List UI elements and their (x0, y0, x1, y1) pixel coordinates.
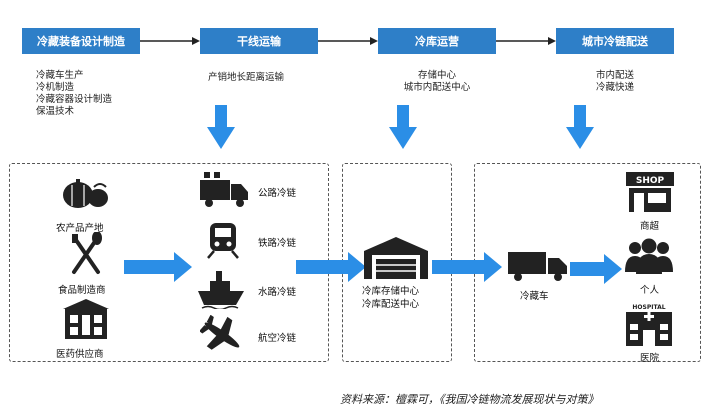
stage-item: 产销地长距离运输 (208, 72, 285, 83)
stage-item: 冷藏车生产 (36, 70, 84, 81)
arrow-right-icon (432, 252, 502, 282)
hospital-sign-text: HOSPITAL (632, 304, 665, 311)
down-arrow-icon (566, 105, 594, 149)
people-icon (625, 238, 673, 274)
stage-item: 保温技术 (36, 106, 75, 117)
stage-storage-items: 存储中心 城市内配送中心 (392, 70, 482, 94)
source-note: 资料来源：檀霖可，《我国冷链物流发展现状与对策》 (340, 393, 599, 406)
ship-icon (198, 271, 244, 309)
down-arrow-icon (207, 105, 235, 149)
stage-item: 城市内配送中心 (403, 82, 471, 93)
stage-equipment-manufacturing: 冷藏装备设计制造 (22, 28, 140, 54)
stage-item: 冷藏快递 (595, 82, 634, 93)
arrow-right-icon (296, 252, 366, 282)
transport-air-label: 航空冷链 (258, 333, 297, 344)
train-icon (207, 223, 239, 259)
source-pharma-label: 医药供应商 (56, 349, 104, 360)
arrow-right-icon (124, 252, 192, 282)
dest-individual-label: 个人 (640, 285, 660, 296)
transport-rail-label: 铁路冷链 (258, 238, 297, 249)
down-arrows (207, 105, 594, 149)
stage-item: 冷藏容器设计制造 (36, 94, 113, 105)
source-farm-label: 农产品产地 (56, 223, 104, 234)
dest-hospital-label: 医院 (640, 353, 660, 364)
source-food-maker-label: 食品制造商 (58, 285, 106, 296)
arrow-right-icon (570, 254, 622, 284)
warehouse-icon (364, 237, 428, 279)
transport-road-label: 公路冷链 (258, 188, 297, 199)
stage-cold-storage-operation: 冷库运营 (378, 28, 496, 54)
airplane-icon (200, 315, 240, 350)
stage-city-items: 市内配送 冷藏快递 (585, 70, 645, 94)
truck-label: 冷藏车 (520, 291, 549, 302)
stage-equipment-items: 冷藏车生产 冷机制造 冷藏容器设计制造 保温技术 (36, 70, 112, 118)
transport-water-label: 水路冷链 (258, 287, 297, 298)
stage-city-distribution: 城市冷链配送 (556, 28, 674, 54)
stage-item: 市内配送 (595, 70, 634, 81)
refrigerated-truck-icon (508, 252, 567, 281)
fork-knife-icon (72, 232, 102, 274)
stage-item: 存储中心 (417, 70, 456, 81)
down-arrow-icon (389, 105, 417, 149)
dest-supermarket-label: 商超 (640, 221, 660, 232)
produce-icon (63, 179, 108, 208)
shop-sign-text: SHOP (636, 176, 665, 186)
stage-item: 冷机制造 (36, 82, 75, 93)
warehouse-storage-label: 冷库存储中心 (362, 286, 420, 297)
pharmacy-building-icon (63, 299, 109, 339)
truck-icon (200, 172, 248, 207)
warehouse-distribution-label: 冷库配送中心 (362, 299, 420, 310)
shop-icon: SHOP (626, 172, 674, 212)
stage-transport-items: 产销地长距离运输 (208, 72, 284, 84)
stage-trunk-transport: 干线运输 (200, 28, 318, 54)
hospital-icon: HOSPITAL (626, 304, 672, 346)
top-flow-arrows (140, 37, 556, 45)
